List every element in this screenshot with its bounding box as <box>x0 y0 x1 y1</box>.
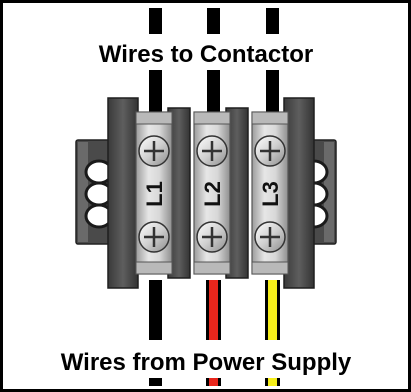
terminal-l2: L2 <box>193 111 231 275</box>
screw-icon <box>196 221 228 253</box>
caption-wires-to-contactor: Wires to Contactor <box>99 41 313 68</box>
screw-icon <box>138 221 170 253</box>
terminal-label-l1: L1 <box>142 181 167 207</box>
terminal-label-l2: L2 <box>200 181 225 207</box>
screw-icon <box>254 135 286 167</box>
terminal-l1: L1 <box>135 111 173 275</box>
terminal-l3: L3 <box>251 111 289 275</box>
top-caption-bg <box>84 34 328 70</box>
barrier-right <box>283 97 315 289</box>
screw-icon <box>254 221 286 253</box>
screw-icon <box>196 135 228 167</box>
terminal-block: L1 L2 <box>75 97 337 289</box>
bottom-caption-bg <box>44 340 368 378</box>
caption-wires-from-power-supply: Wires from Power Supply <box>61 349 352 376</box>
barrier-left <box>107 97 139 289</box>
screw-icon <box>138 135 170 167</box>
terminal-channels: L1 L2 <box>135 111 289 275</box>
terminal-label-l3: L3 <box>258 181 283 207</box>
